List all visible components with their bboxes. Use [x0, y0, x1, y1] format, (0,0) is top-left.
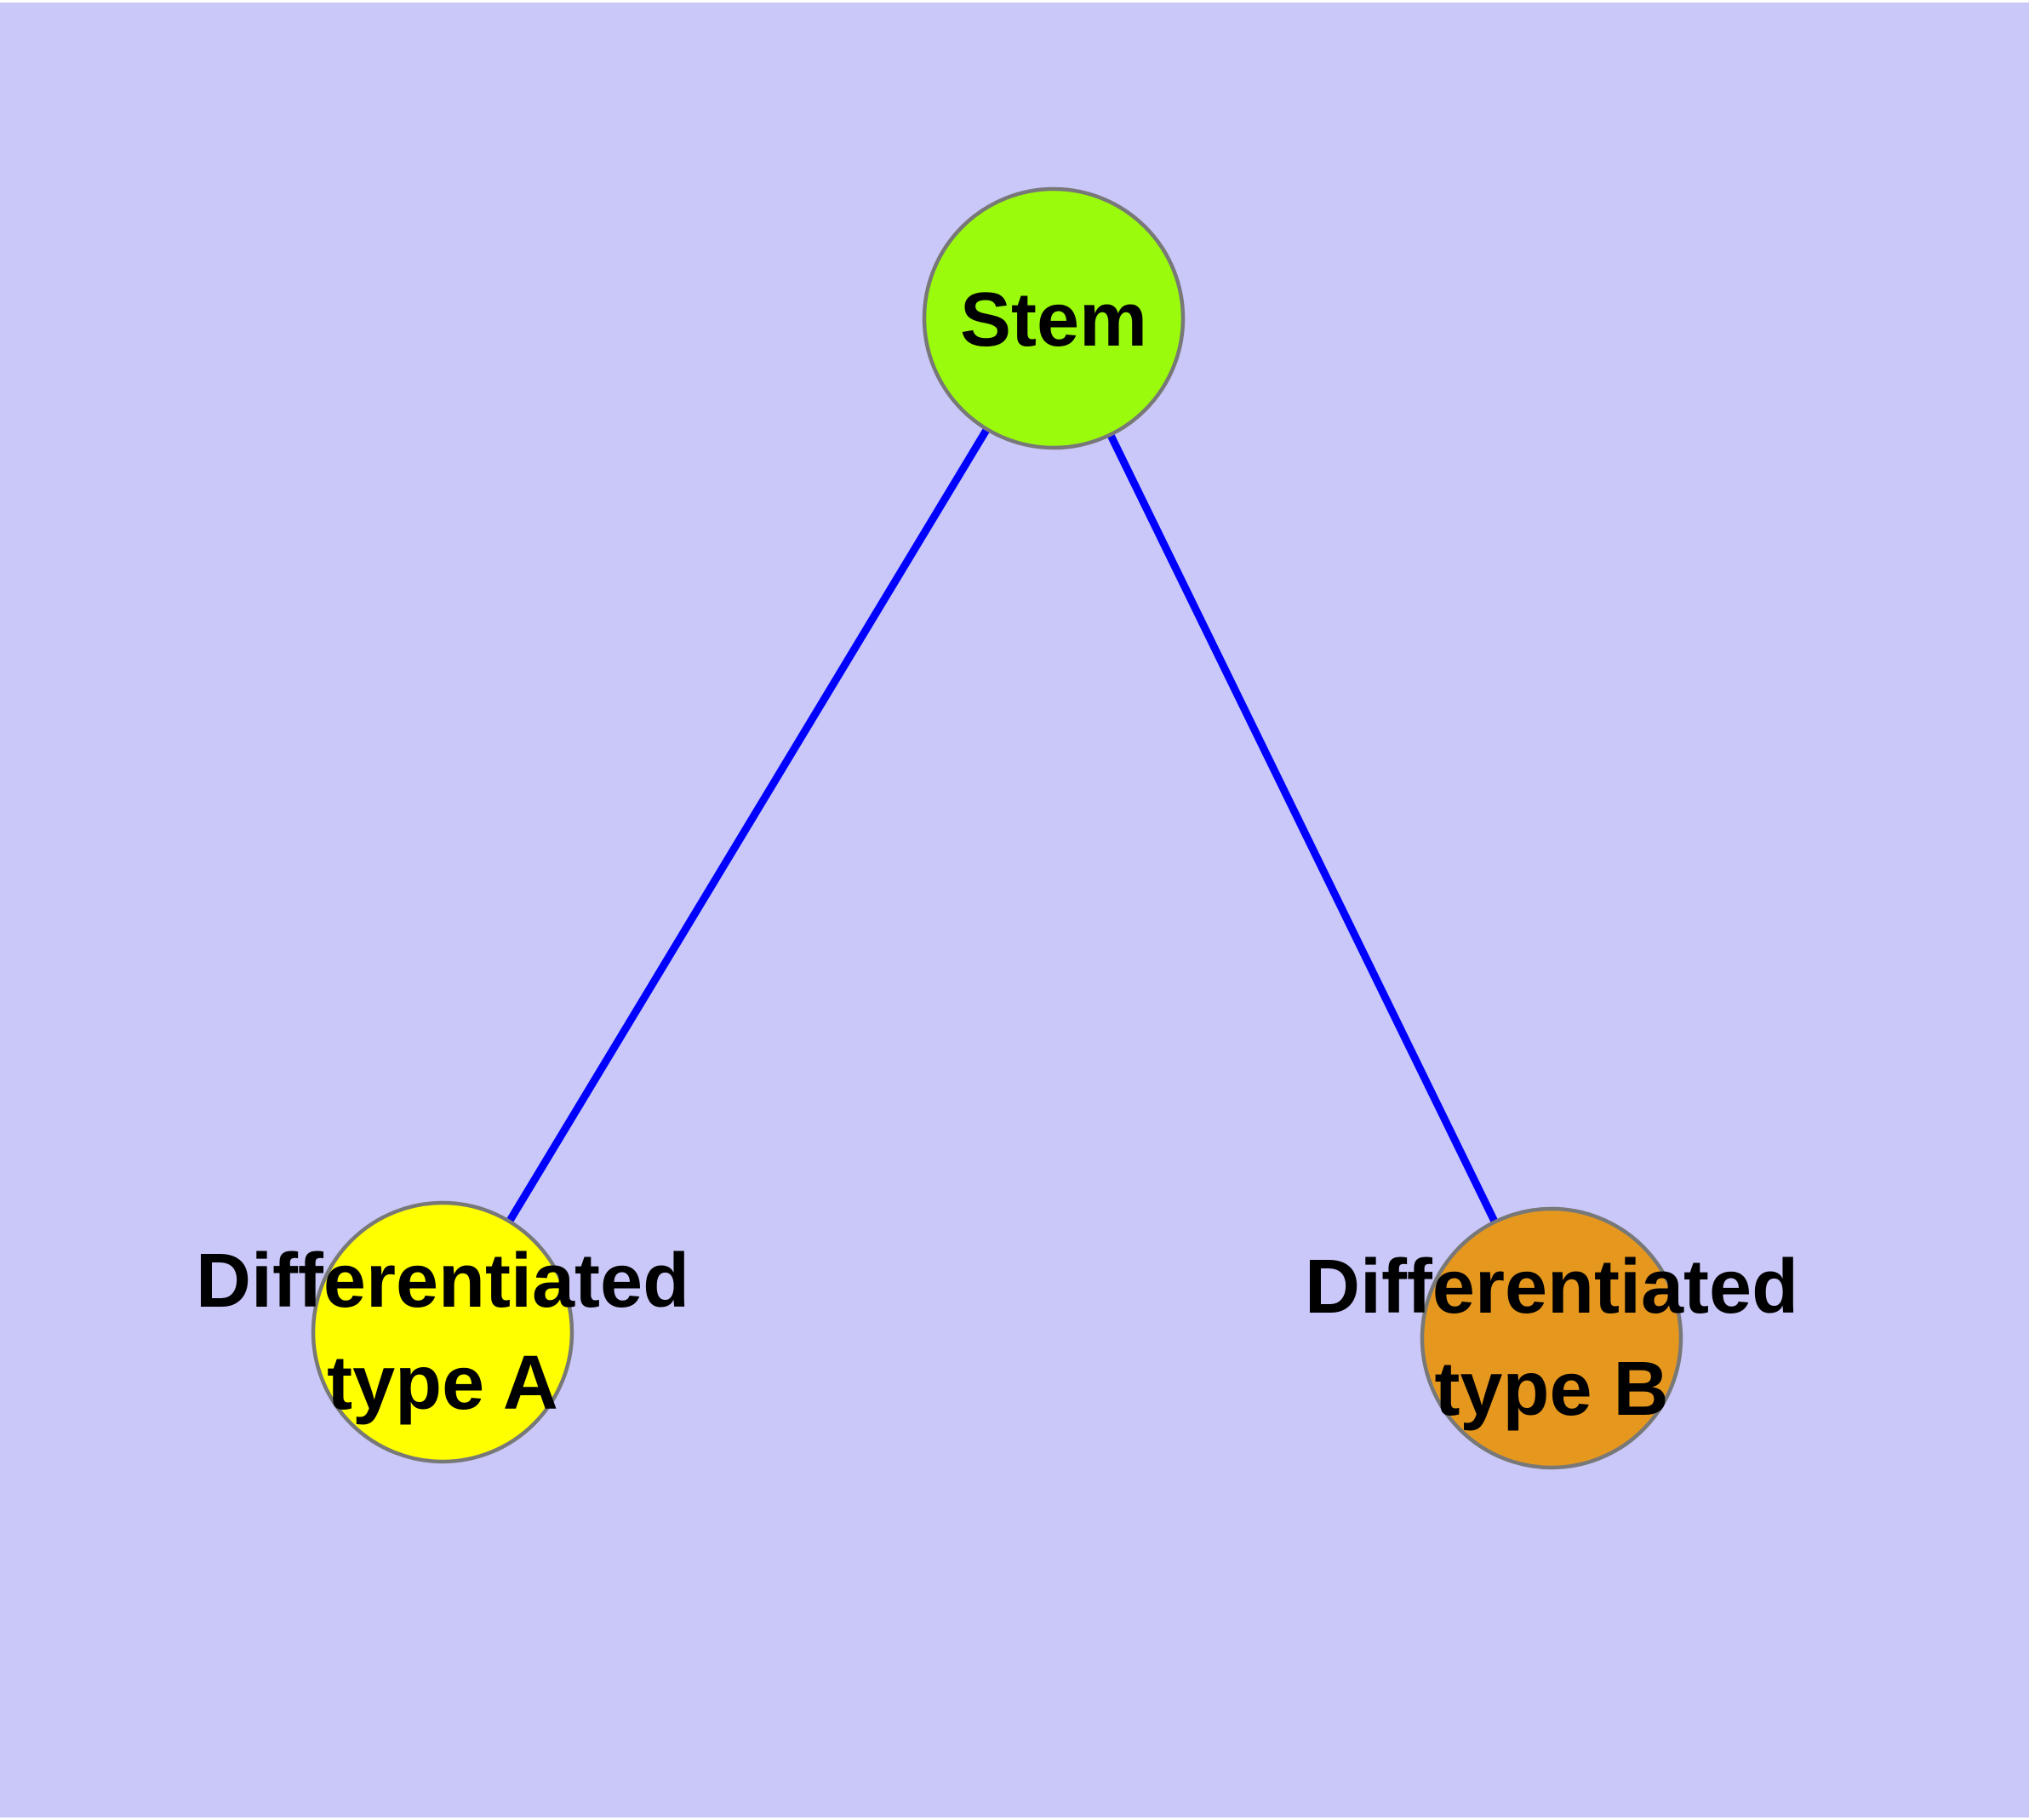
edge-stem-to-type-b	[1049, 317, 1556, 1340]
type-b-node-circle	[1420, 1206, 1683, 1470]
stem-node-circle	[922, 186, 1186, 450]
type-a-node-circle	[311, 1200, 574, 1464]
edge-stem-to-type-a	[439, 316, 1057, 1335]
